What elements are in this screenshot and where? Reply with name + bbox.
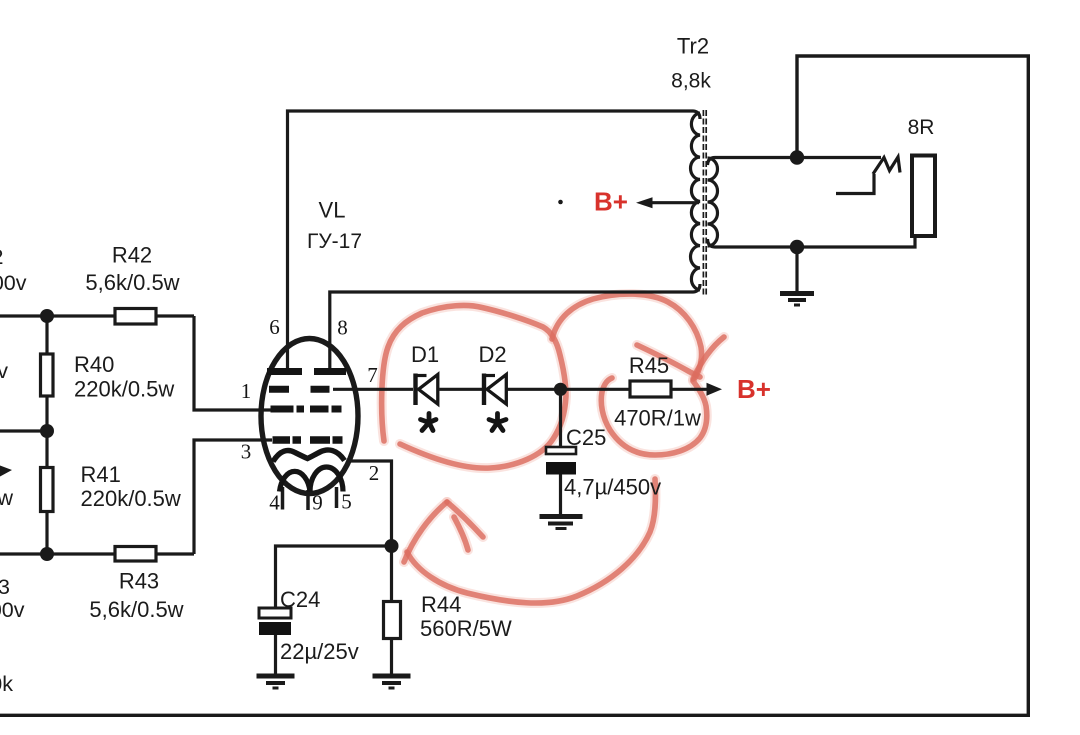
svg-text:VL: VL [319,198,346,223]
svg-text:B+: B+ [737,374,771,404]
svg-text:5,6k/0.5w: 5,6k/0.5w [85,270,179,295]
svg-text:1: 1 [241,379,252,403]
svg-text:7: 7 [367,363,378,387]
svg-text:100v: 100v [0,598,25,622]
svg-text:D1: D1 [411,342,439,367]
svg-text:C24: C24 [280,587,320,612]
svg-text:22µ/25v: 22µ/25v [280,639,359,664]
svg-text:R45: R45 [629,353,669,378]
svg-text:8R: 8R [908,116,935,139]
svg-text:220k/0.5w: 220k/0.5w [81,486,181,511]
svg-text:R41: R41 [81,462,121,487]
svg-text:B+: B+ [594,187,628,217]
svg-text:ГУ-17: ГУ-17 [307,230,362,253]
svg-text:2: 2 [369,461,380,485]
svg-text:560R/5W: 560R/5W [420,616,512,641]
svg-text:3: 3 [0,575,10,599]
svg-text:w: w [0,486,13,510]
svg-text:R40: R40 [74,352,114,377]
svg-text:6: 6 [269,315,280,339]
svg-text:C25: C25 [566,425,606,450]
svg-text:9: 9 [312,491,323,515]
svg-text:8,8k: 8,8k [671,70,711,93]
svg-text:R44: R44 [421,592,461,617]
svg-text:8: 8 [337,316,348,340]
svg-text:D2: D2 [478,342,506,367]
svg-text:470R/1w: 470R/1w [614,406,701,431]
svg-text:R42: R42 [112,243,152,268]
svg-text:2: 2 [0,245,4,269]
svg-text:0k: 0k [0,672,13,696]
svg-text:5,6k/0.5w: 5,6k/0.5w [89,597,183,622]
svg-text:5: 5 [341,490,352,514]
svg-text:4: 4 [269,491,280,515]
svg-text:0v: 0v [0,359,8,383]
svg-text:4,7µ/450v: 4,7µ/450v [564,475,661,500]
svg-text:3: 3 [241,440,252,464]
svg-text:Tr2: Tr2 [677,34,709,59]
svg-text:100v: 100v [0,271,27,295]
svg-text:220k/0.5w: 220k/0.5w [74,377,174,402]
svg-text:R43: R43 [119,569,159,594]
